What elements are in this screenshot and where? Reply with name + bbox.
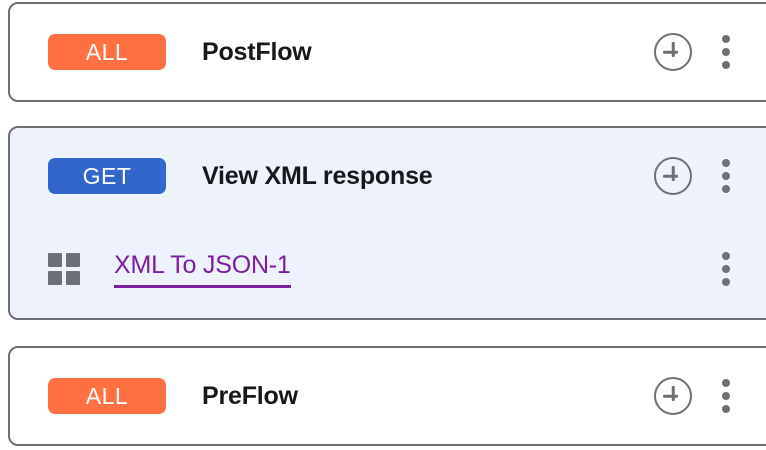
grid-square [48, 253, 62, 267]
flow-card-postflow[interactable]: ALL PostFlow [8, 2, 766, 102]
method-badge-all: ALL [48, 34, 166, 70]
kebab-dot [722, 265, 730, 273]
kebab-dot [722, 405, 730, 413]
policy-link-xml-to-json-1[interactable]: XML To JSON-1 [114, 251, 291, 288]
flow-step-actions [714, 252, 738, 286]
flow-step-row-xml-to-json-1[interactable]: XML To JSON-1 [10, 224, 766, 314]
flow-card-view-xml-response[interactable]: GET View XML response XML To JSON-1 [8, 126, 766, 320]
kebab-dot [722, 379, 730, 387]
kebab-dot [722, 159, 730, 167]
flow-row-preflow[interactable]: ALL PreFlow [10, 348, 766, 444]
add-step-icon[interactable] [654, 33, 692, 71]
kebab-dot [722, 185, 730, 193]
grid-square [66, 271, 80, 285]
kebab-menu-icon[interactable] [714, 252, 738, 286]
flow-row-postflow[interactable]: ALL PostFlow [10, 4, 766, 100]
flow-title: PreFlow [202, 381, 298, 410]
kebab-dot [722, 35, 730, 43]
add-step-icon[interactable] [654, 377, 692, 415]
method-badge-all: ALL [48, 378, 166, 414]
flow-row-view-xml-response[interactable]: GET View XML response [10, 128, 766, 224]
method-badge-get: GET [48, 158, 166, 194]
kebab-dot [722, 61, 730, 69]
kebab-dot [722, 278, 730, 286]
kebab-menu-icon[interactable] [714, 35, 738, 69]
kebab-dot [722, 392, 730, 400]
kebab-dot [722, 48, 730, 56]
flow-row-actions [654, 33, 738, 71]
kebab-dot [722, 172, 730, 180]
grid-square [48, 271, 62, 285]
flow-title: PostFlow [202, 37, 312, 66]
flow-row-actions [654, 157, 738, 195]
add-step-icon[interactable] [654, 157, 692, 195]
kebab-menu-icon[interactable] [714, 379, 738, 413]
kebab-menu-icon[interactable] [714, 159, 738, 193]
flow-row-actions [654, 377, 738, 415]
kebab-dot [722, 252, 730, 260]
grid-squares-icon [48, 253, 80, 285]
flow-title: View XML response [202, 161, 433, 190]
flow-card-preflow[interactable]: ALL PreFlow [8, 346, 766, 446]
grid-square [66, 253, 80, 267]
